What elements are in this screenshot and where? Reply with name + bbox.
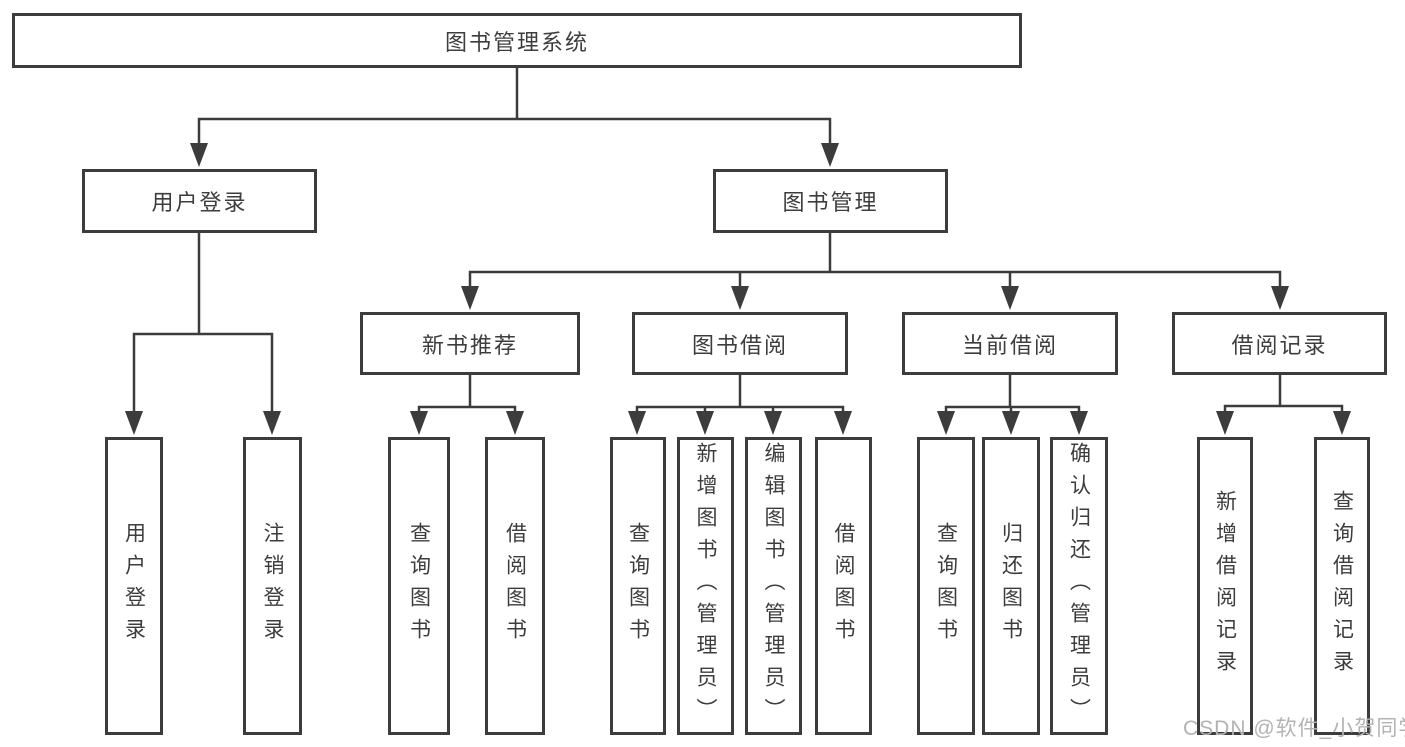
node-book-management: 图书管理 bbox=[713, 169, 948, 233]
leaf-logout: 注销登录 bbox=[243, 437, 302, 735]
connector-root-to-level2 bbox=[190, 68, 839, 167]
leaf-label: 查询借阅记录 bbox=[1330, 490, 1354, 682]
leaf-query-books-borrowing: 查询图书 bbox=[610, 437, 666, 735]
connector-current-borrow-to-leaves bbox=[937, 375, 1088, 435]
node-label: 借阅记录 bbox=[1231, 332, 1328, 358]
leaf-query-books-current: 查询图书 bbox=[917, 437, 975, 735]
leaf-add-books-admin: 新增图书（管理员） bbox=[677, 437, 734, 735]
node-book-borrowing: 图书借阅 bbox=[632, 312, 848, 375]
leaf-label: 归还图书 bbox=[999, 522, 1023, 650]
node-current-borrowing: 当前借阅 bbox=[902, 312, 1118, 375]
connector-new-book-rec-to-leaves bbox=[410, 375, 524, 435]
leaf-label: 确认归还（管理员） bbox=[1067, 442, 1091, 730]
leaf-query-books-recommend: 查询图书 bbox=[388, 437, 450, 735]
leaf-label: 查询图书 bbox=[626, 522, 650, 650]
leaf-label: 新增借阅记录 bbox=[1213, 490, 1237, 682]
node-label: 当前借阅 bbox=[961, 332, 1058, 358]
leaf-query-borrow-record: 查询借阅记录 bbox=[1314, 437, 1370, 735]
node-new-book-recommendation: 新书推荐 bbox=[360, 312, 580, 375]
node-label: 用户登录 bbox=[151, 190, 248, 215]
leaf-label: 借阅图书 bbox=[503, 522, 527, 650]
leaf-label: 查询图书 bbox=[407, 522, 431, 650]
leaf-label: 注销登录 bbox=[261, 522, 284, 650]
connector-user-login-to-leaves bbox=[125, 233, 281, 435]
leaf-confirm-return-admin: 确认归还（管理员） bbox=[1050, 437, 1108, 735]
leaf-label: 编辑图书（管理员） bbox=[762, 442, 785, 730]
leaf-label: 用户登录 bbox=[122, 522, 146, 650]
csdn-watermark: CSDN @软件_小贺同学 bbox=[1183, 717, 1405, 740]
node-library-management-system: 图书管理系统 bbox=[12, 13, 1022, 68]
connector-book-mgmt-to-level3 bbox=[461, 233, 1289, 310]
connector-book-borrow-to-leaves bbox=[628, 375, 852, 435]
node-label: 图书管理 bbox=[782, 190, 879, 215]
leaf-label: 新增图书（管理员） bbox=[694, 442, 717, 730]
leaf-return-books: 归还图书 bbox=[982, 437, 1040, 735]
leaf-label: 借阅图书 bbox=[832, 522, 855, 650]
node-label: 图书借阅 bbox=[691, 332, 788, 358]
connector-borrow-records-to-leaves bbox=[1216, 375, 1351, 435]
node-label: 新书推荐 bbox=[421, 332, 518, 358]
leaf-user-login: 用户登录 bbox=[105, 437, 163, 735]
leaf-borrow-books-recommend: 借阅图书 bbox=[485, 437, 545, 735]
leaf-borrow-books: 借阅图书 bbox=[815, 437, 872, 735]
node-borrowing-records: 借阅记录 bbox=[1172, 312, 1387, 375]
leaf-edit-books-admin: 编辑图书（管理员） bbox=[745, 437, 802, 735]
leaf-add-borrow-record: 新增借阅记录 bbox=[1197, 437, 1253, 735]
node-label: 图书管理系统 bbox=[444, 29, 589, 55]
node-user-login: 用户登录 bbox=[82, 169, 317, 233]
leaf-label: 查询图书 bbox=[934, 522, 958, 650]
